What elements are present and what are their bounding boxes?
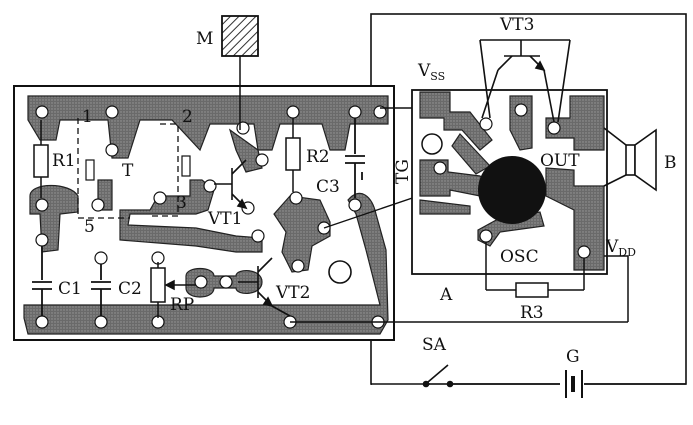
labels: M VT3 VSS TG OUT B VDD OSC A R3 R1 T 1 2… xyxy=(52,15,677,367)
label-rp: RP xyxy=(170,295,194,315)
label-pin1: 1 xyxy=(82,107,93,127)
ic-traces xyxy=(419,91,605,271)
capacitor-c1 xyxy=(32,246,52,316)
label-tg: TG xyxy=(393,159,413,184)
label-r3: R3 xyxy=(520,303,544,323)
label-pin2: 2 xyxy=(182,107,193,127)
label-vdd: VDD xyxy=(605,237,636,259)
resistor-r2 xyxy=(285,137,301,171)
label-pin5: 5 xyxy=(84,217,95,237)
ic-pads xyxy=(433,103,591,259)
mounting-hole xyxy=(328,260,352,284)
resistor-r3 xyxy=(380,242,629,323)
label-a: A xyxy=(439,285,453,305)
transistor-vt1 xyxy=(214,159,248,210)
label-c3: C3 xyxy=(316,177,340,197)
capacitor-c2 xyxy=(91,264,111,316)
switch-sa xyxy=(371,364,562,388)
transistor-vt2 xyxy=(238,257,291,317)
label-c1: C1 xyxy=(58,279,82,299)
label-b: B xyxy=(664,153,677,173)
label-c2: C2 xyxy=(118,279,142,299)
label-vss: VSS xyxy=(417,61,445,83)
potentiometer-rp xyxy=(150,262,196,318)
capacitor-c3 xyxy=(345,118,365,198)
solder-pads xyxy=(35,105,387,329)
ic-chip xyxy=(478,156,546,224)
speaker-b xyxy=(603,127,657,192)
label-g: G xyxy=(566,347,580,367)
label-out: OUT xyxy=(540,151,580,171)
label-r1: R1 xyxy=(52,151,76,171)
battery-g xyxy=(560,368,686,398)
label-t: T xyxy=(122,161,134,181)
label-sa: SA xyxy=(422,335,447,355)
label-pin3: 3 xyxy=(176,193,187,213)
label-vt3: VT3 xyxy=(499,15,534,35)
transistor-vt3 xyxy=(479,39,571,123)
transformer-t xyxy=(77,118,179,219)
module-m xyxy=(221,15,259,57)
label-vt2: VT2 xyxy=(275,283,310,303)
label-m: M xyxy=(196,29,213,49)
label-vt1: VT1 xyxy=(207,209,242,229)
label-r2: R2 xyxy=(306,147,330,167)
label-osc: OSC xyxy=(500,247,539,267)
resistor-r1 xyxy=(33,144,49,178)
